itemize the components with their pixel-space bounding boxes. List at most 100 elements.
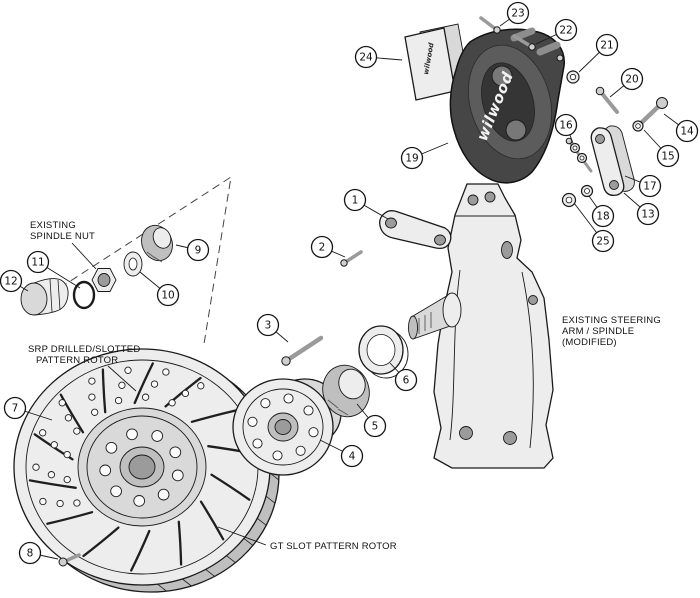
- callout-circle-14: [675, 119, 699, 143]
- rotor-slot: [177, 520, 183, 566]
- callout-number-19: 19: [405, 153, 418, 165]
- rotor-drill-hole: [114, 396, 123, 405]
- rotor-drill-hole: [118, 381, 126, 389]
- callout-circle-13: [636, 202, 660, 226]
- callout-circle-24: [354, 45, 378, 69]
- rotor-slot: [210, 473, 251, 501]
- callout-number-14: 14: [680, 126, 694, 138]
- text-labels: EXISTING SPINDLE NUT SRP DRILLED/SLOTTED…: [28, 220, 661, 552]
- callout-circle-8: [18, 541, 42, 565]
- callout-circle-16: [554, 113, 578, 137]
- label-steering-arm: ARM / SPINDLE: [562, 326, 634, 337]
- pivot-bolt-20-shaft: [598, 89, 619, 114]
- rotor-rim-vane: [157, 583, 167, 592]
- hub-stud-hole: [252, 438, 263, 449]
- callout-number-24: 24: [359, 52, 373, 64]
- stud-16-head: [565, 137, 573, 145]
- axis-dashed-line: [37, 175, 232, 345]
- callouts-layer: 1234567891011121314151617181920212223242…: [0, 1, 699, 565]
- hub-stud-hole: [272, 450, 283, 461]
- label-srp-rotor: SRP DRILLED/SLOTTED: [28, 344, 140, 355]
- rotor-hat-ring: [86, 415, 198, 519]
- caliper-mount-hole: [484, 191, 496, 203]
- rotor-drill-hole: [39, 429, 47, 437]
- rotor-slot: [82, 526, 120, 558]
- hub-stud-hole: [247, 416, 258, 427]
- rotor-drill-hole: [39, 497, 47, 506]
- outer-bearing-roller: [337, 408, 349, 416]
- inner-bearing-roller: [146, 251, 156, 259]
- steering-arm-adapter-group: [590, 125, 635, 196]
- rotor-screw-8-head: [58, 557, 68, 567]
- steering-arm-adapter: [590, 127, 625, 196]
- arm-bolt-2-head: [340, 259, 348, 267]
- rotor-lug-hole: [99, 464, 112, 477]
- rotor-drill-hole: [197, 382, 205, 390]
- callout-number-21: 21: [600, 40, 613, 52]
- rotor-slot: [133, 362, 154, 405]
- callout-circle-17: [638, 174, 662, 198]
- rotor-drill-hole: [50, 441, 58, 449]
- brake-caliper: wilwood: [449, 27, 565, 184]
- label-spindle-nut: EXISTING: [30, 220, 76, 231]
- callout-circle-25: [591, 229, 615, 253]
- rotor-lug-hole: [105, 441, 118, 454]
- rotor-drill-hole: [168, 399, 176, 407]
- rotor-drill-hole: [162, 368, 170, 376]
- callout-circle-19: [400, 146, 424, 170]
- rotor-rim-vane: [265, 495, 276, 504]
- arm-mount-hole: [459, 426, 473, 440]
- callout-circle-22: [554, 18, 578, 42]
- rotor-lug-hole: [110, 485, 122, 498]
- knuckle-contour: [521, 271, 534, 449]
- callout-number-18: 18: [596, 211, 609, 223]
- callout-number-4: 4: [349, 451, 356, 463]
- rotor-lug-hole: [126, 428, 138, 441]
- rotor-lug-hole: [151, 430, 164, 442]
- label-gt-rotor: GT SLOT PATTERN ROTOR: [270, 541, 397, 552]
- arm-link-hole: [385, 217, 397, 229]
- callout-number-20: 20: [625, 74, 638, 86]
- spindle-washer-hole: [128, 257, 138, 271]
- steering-arm-link: [379, 210, 452, 250]
- washer-16b-hole: [579, 155, 585, 161]
- hub-stud-hole: [308, 427, 319, 438]
- rotor: [13, 348, 280, 593]
- callout-circle-23: [506, 1, 530, 25]
- o-ring: [72, 280, 96, 310]
- callout-circle-1: [343, 188, 367, 212]
- callout-number-1: 1: [352, 195, 359, 207]
- label-steering-arm: EXISTING STEERING: [562, 315, 661, 326]
- arm-mount-hole: [503, 431, 517, 445]
- callout-circle-10: [156, 283, 180, 307]
- washer-15-hole: [635, 123, 641, 129]
- spindle-knuckle: [408, 183, 554, 469]
- rotor-lug-hole: [157, 488, 170, 501]
- rotor-rim-vane: [182, 578, 192, 587]
- bearing-seal: [358, 325, 409, 379]
- callout-number-6: 6: [403, 375, 410, 387]
- mount-bolt-22-head: [528, 43, 536, 51]
- hub-bore-inner: [274, 419, 292, 435]
- rotor-slot: [190, 409, 238, 423]
- rotor-slot: [28, 479, 77, 489]
- inner-bearing-roller: [153, 256, 163, 263]
- callout-circle-18: [591, 204, 615, 228]
- callout-number-10: 10: [161, 290, 174, 302]
- caliper-piston: [505, 119, 527, 141]
- knuckle-contour: [449, 269, 461, 441]
- rotor-drill-hole: [141, 393, 150, 401]
- label-leader-gt-rotor: [217, 526, 267, 546]
- rotor-rim-vane: [205, 569, 215, 577]
- callout-number-15: 15: [661, 151, 674, 163]
- label-leader-spindle-nut: [71, 242, 97, 270]
- callout-circle-5: [363, 414, 387, 438]
- spindle-tip: [408, 315, 418, 340]
- callout-circle-20: [620, 67, 644, 91]
- callout-circle-9: [186, 238, 210, 262]
- callout-number-16: 16: [559, 120, 573, 132]
- callout-number-13: 13: [641, 209, 654, 221]
- caliper-mount-hole: [467, 194, 479, 206]
- rotor-drill-hole: [58, 399, 66, 407]
